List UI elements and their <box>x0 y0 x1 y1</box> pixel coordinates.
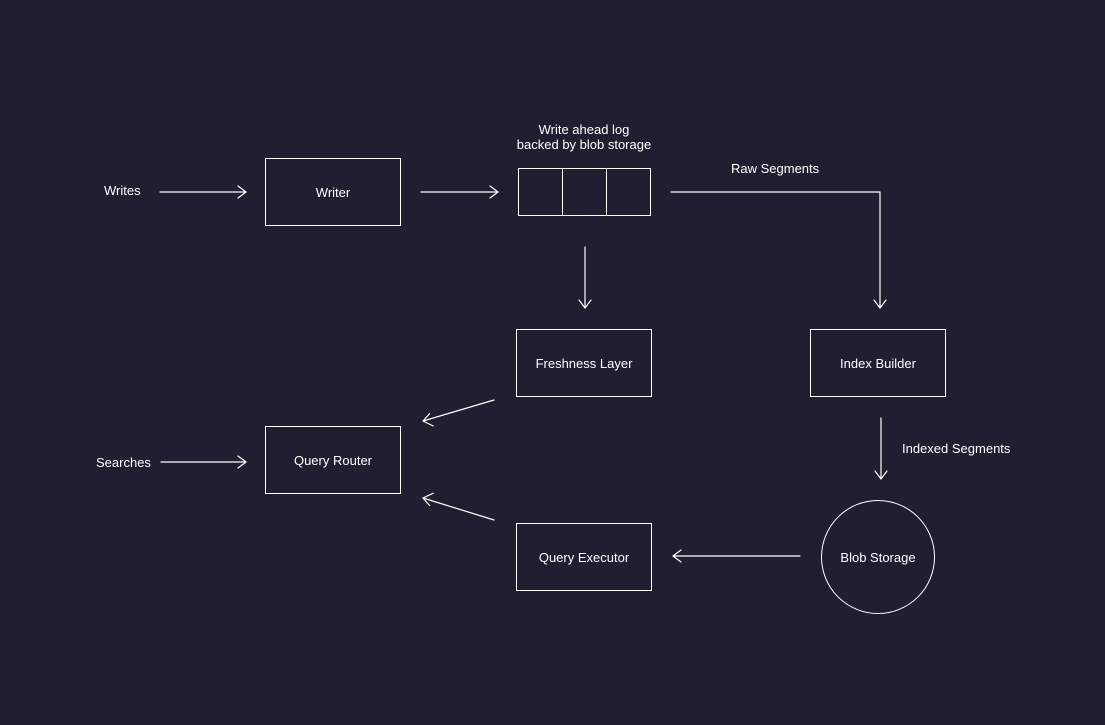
blob-storage-label: Blob Storage <box>840 549 916 565</box>
query-executor-node: Query Executor <box>516 523 652 591</box>
wal-caption-line-1: Write ahead log <box>538 122 630 137</box>
index-builder-node: Index Builder <box>810 329 946 397</box>
raw-segments-label: Raw Segments <box>731 161 820 176</box>
searches-label: Searches <box>96 455 151 470</box>
arrow-searches-to-query-router <box>160 455 247 469</box>
freshness-layer-node: Freshness Layer <box>516 329 652 397</box>
arrow-wal-to-freshness-layer <box>578 246 592 309</box>
arrow-index-builder-to-blob-storage <box>874 417 888 480</box>
writer-node-label: Writer <box>315 184 351 200</box>
arrow-writer-to-wal <box>420 185 499 199</box>
freshness-layer-label: Freshness Layer <box>535 355 633 371</box>
query-router-label: Query Router <box>293 452 373 468</box>
blob-storage-node: Blob Storage <box>821 500 935 614</box>
write-ahead-log <box>518 168 651 216</box>
arrow-freshness-layer-to-query-router <box>422 399 495 427</box>
index-builder-label: Index Builder <box>840 355 916 371</box>
query-executor-label: Query Executor <box>538 549 630 565</box>
arrow-query-executor-to-query-router <box>422 492 495 521</box>
wal-segment <box>563 169 607 215</box>
wal-segment <box>607 169 650 215</box>
query-router-node: Query Router <box>265 426 401 494</box>
writer-node: Writer <box>265 158 401 226</box>
arrow-writes-to-writer <box>159 185 247 199</box>
indexed-segments-label: Indexed Segments <box>902 441 1011 456</box>
wal-caption-line-2: backed by blob storage <box>516 137 652 152</box>
wal-segment <box>519 169 563 215</box>
arrow-blob-storage-to-query-executor <box>672 549 801 563</box>
wal-caption: Write ahead log backed by blob storage <box>504 122 664 152</box>
writes-label: Writes <box>104 183 141 198</box>
arrow-wal-to-index-builder <box>670 191 887 309</box>
